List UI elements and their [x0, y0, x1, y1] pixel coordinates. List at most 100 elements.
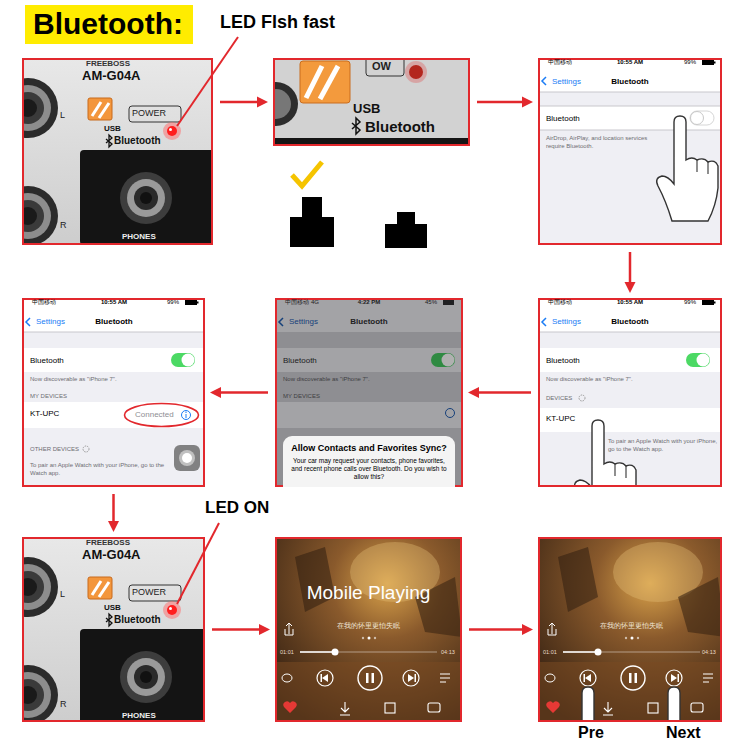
- help-text: Now discoverable as "iPhone 7".: [546, 376, 633, 383]
- brand-name: FREEBOSS: [86, 59, 130, 68]
- network-type: 4G: [311, 299, 319, 306]
- button-caption: Pre: [578, 724, 604, 742]
- phone-screen: [542, 77, 546, 85]
- channel-label: L: [60, 589, 65, 599]
- arrow-shaft: [629, 252, 632, 282]
- closeup-photo-panel: OWUSBBluetooth: [273, 58, 470, 146]
- alert-dialog: Allow Contacts and Favorites Sync? Your c…: [283, 436, 455, 487]
- phone-screen: [538, 58, 722, 92]
- jack-label: PHONES: [122, 232, 156, 241]
- arrow-shaft: [112, 494, 115, 521]
- player-screen-panel: Mobile Playing在我的怀里更怕失眠01:0104:13: [275, 537, 462, 722]
- flow-arrow: [210, 387, 268, 398]
- carrier-name: 中国移动: [548, 59, 572, 66]
- total-time: 04:13: [441, 649, 455, 655]
- phone-screen: [579, 395, 585, 401]
- phone-screen: [171, 353, 195, 367]
- arrow-shaft: [477, 101, 522, 104]
- closeup-photo: [273, 58, 470, 146]
- phone-screen: [538, 106, 722, 107]
- closeup-photo: [320, 66, 338, 99]
- section-header: MY DEVICES: [30, 393, 67, 400]
- phone-screen: [443, 300, 454, 305]
- phone-screen: [22, 348, 205, 372]
- phone-screen: [538, 332, 722, 333]
- section-header: MY DEVICES: [283, 393, 320, 400]
- arrow-head: [522, 624, 533, 635]
- phone-screen: [538, 348, 722, 372]
- flow-arrow: [468, 387, 531, 398]
- phone-screen: [22, 332, 205, 333]
- channel-label: L: [60, 110, 65, 120]
- setting-name: Bluetooth: [30, 356, 64, 365]
- song-lyric: 在我的怀里更怕失眠: [315, 622, 422, 630]
- phone-screen: [686, 353, 710, 367]
- help-text: To pair an Apple Watch with your iPhone,…: [608, 437, 718, 453]
- phone-screen: [538, 58, 722, 245]
- arrow-head: [522, 97, 533, 108]
- setting-name: Bluetooth: [546, 356, 580, 365]
- phone-screen: [702, 60, 714, 65]
- button-state-icons: [290, 162, 427, 248]
- callout-label: LED Flsh fast: [220, 12, 335, 33]
- phone-screen: [542, 318, 546, 326]
- status-time: 10:55 AM: [600, 59, 660, 66]
- channel-label: R: [60, 220, 67, 230]
- status-time: 10:55 AM: [600, 299, 660, 306]
- phone-screen: [174, 445, 200, 471]
- status-time: 4:22 PM: [339, 299, 399, 306]
- mode-label: Bluetooth: [114, 135, 161, 147]
- phone-screen-panel: 中国移动10:55 AM99%SettingsBluetoothBluetoot…: [538, 298, 722, 487]
- phone-screen: [691, 112, 704, 125]
- battery-level: 99%: [684, 59, 696, 66]
- dialog-body: Your car may request your contacts, phon…: [291, 457, 447, 481]
- device-photo: [22, 58, 213, 245]
- flow-arrow: [212, 624, 270, 635]
- phone-screen: [538, 130, 722, 131]
- phone-screen: [714, 62, 716, 64]
- phone-screen: [185, 300, 197, 305]
- phone-screen: [538, 298, 722, 487]
- dialog-heading: Allow Contacts and Favorites Sync?: [291, 443, 447, 454]
- phone-screen: [22, 298, 205, 487]
- phone-screen: [279, 318, 283, 326]
- button-state-icons: [385, 224, 427, 248]
- back-link: Settings: [552, 77, 581, 86]
- device-photo: [22, 537, 205, 722]
- screen-title: Bluetooth: [600, 317, 660, 326]
- closeup-photo: [306, 66, 322, 98]
- back-link: Settings: [552, 317, 581, 326]
- arrow-head: [210, 387, 221, 398]
- port-label: USB: [104, 603, 121, 612]
- closeup-photo: [273, 138, 470, 146]
- setting-name: Bluetooth: [546, 114, 580, 123]
- phone-screen: [22, 298, 205, 332]
- back-link: Settings: [36, 317, 65, 326]
- connection-status: Connected: [135, 410, 174, 419]
- arrow-shaft: [479, 391, 531, 394]
- device-photo-panel: FREEBOSSAM-G04APOWERUSBBluetoothLRPHONES: [22, 58, 213, 245]
- screen-title: Bluetooth: [339, 317, 399, 326]
- phone-screen: [179, 450, 195, 466]
- arrow-head: [259, 624, 270, 635]
- port-label: USB: [104, 124, 121, 133]
- battery-level: 45%: [425, 299, 437, 306]
- phone-screen: [575, 420, 636, 487]
- arrow-shaft: [212, 628, 259, 631]
- leader-line: [177, 37, 238, 126]
- overlay-caption: Mobile Playing: [295, 582, 442, 604]
- flow-arrow: [108, 494, 119, 532]
- phone-screen: [442, 354, 455, 367]
- port-label: USB: [353, 102, 380, 117]
- brand-name: FREEBOSS: [86, 538, 130, 547]
- player-screen: [565, 687, 626, 722]
- phone-screen: [702, 300, 714, 305]
- phone-screen: [22, 298, 205, 487]
- phone-screen: [186, 414, 187, 418]
- total-time: 04:13: [702, 649, 716, 655]
- song-lyric: 在我的怀里更怕失眠: [578, 622, 685, 630]
- closeup-photo: [405, 61, 427, 83]
- button-state-icons: [290, 217, 334, 247]
- phone-screen: [275, 298, 463, 487]
- phone-screen: [538, 58, 722, 245]
